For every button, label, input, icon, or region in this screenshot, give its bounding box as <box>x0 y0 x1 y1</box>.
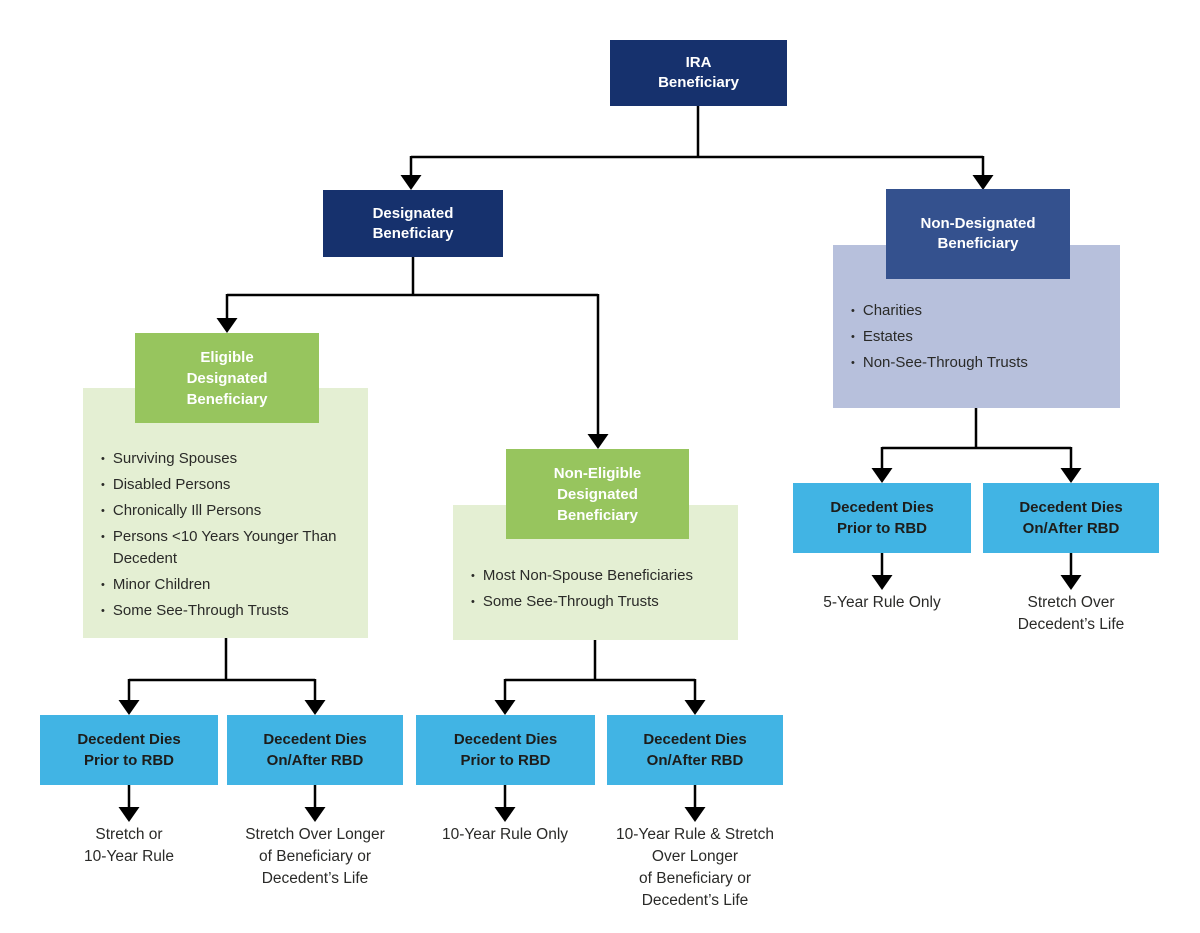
node-designated-beneficiary: Designated Beneficiary <box>323 190 503 257</box>
non-eligible-list: • Most Non-Spouse Beneficiaries • Some See-… <box>471 565 728 617</box>
node-label: Non-Eligible Designated Beneficiary <box>553 464 642 524</box>
list-item: • Chronically Ill Persons <box>101 500 358 522</box>
node-label: Decedent Dies Prior to RBD <box>77 731 181 769</box>
list-item: • Some See-Through Trusts <box>101 600 358 622</box>
list-item: • Minor Children <box>101 574 358 596</box>
connector-non-designated-split <box>871 408 1082 483</box>
list-item-label: Estates <box>862 328 913 345</box>
node-label: Decedent Dies Prior to RBD <box>830 499 934 537</box>
node-label: IRA Beneficiary <box>658 54 739 91</box>
bullet-icon: • <box>101 505 105 517</box>
bullet-icon: • <box>101 579 105 591</box>
node-ira-beneficiary: IRA Beneficiary <box>610 40 787 106</box>
list-item: • Some See-Through Trusts <box>471 591 728 613</box>
connector-eligible-split <box>118 638 326 715</box>
list-item-label: Disabled Persons <box>112 476 231 493</box>
list-item: • Disabled Persons <box>101 474 358 496</box>
node-eligible-designated-beneficiary: Eligible Designated Beneficiary <box>135 333 319 423</box>
outcome-nedb-prior: 10-Year Rule Only <box>441 826 569 843</box>
node-label: Non-Designated Beneficiary <box>920 215 1036 252</box>
list-item-label: Most Non-Spouse Beneficiaries <box>482 567 693 584</box>
list-item: • Charities <box>851 300 1110 322</box>
outcome-edb-prior: Stretch or 10-Year Rule <box>84 826 174 865</box>
outcome-nedb-after: 10-Year Rule & Stretch Over Longer of Be… <box>616 826 774 909</box>
node-label: Eligible Designated Beneficiary <box>186 348 268 408</box>
bullet-icon: • <box>101 479 105 491</box>
list-item: • Most Non-Spouse Beneficiaries <box>471 565 728 587</box>
node-label: Designated Beneficiary <box>372 204 454 242</box>
node-label: Decedent Dies On/After RBD <box>263 731 367 769</box>
connector-root-split <box>400 106 994 190</box>
bullet-icon: • <box>101 531 105 543</box>
list-item-label: Some See-Through Trusts <box>482 593 659 610</box>
list-item-label: Non-See-Through Trusts <box>862 354 1028 371</box>
list-item-label: Minor Children <box>112 576 211 593</box>
outcome-ndb-after: Stretch Over Decedent’s Life <box>1017 594 1125 633</box>
bullet-icon: • <box>101 605 105 617</box>
node-label: Decedent Dies On/After RBD <box>643 731 747 769</box>
node-edb-dies-after-rbd: Decedent Dies On/After RBD <box>227 715 403 785</box>
node-nedb-dies-prior-rbd: Decedent Dies Prior to RBD <box>416 715 595 785</box>
list-item: • Persons <10 Years Younger Than Decedent <box>101 526 358 570</box>
bullet-icon: • <box>471 596 475 608</box>
non-designated-list: • Charities • Estates • Non-See-Through Trust… <box>851 300 1110 378</box>
bullet-icon: • <box>851 331 855 343</box>
node-label: Decedent Dies On/After RBD <box>1019 499 1123 537</box>
list-item-label: Surviving Spouses <box>112 450 238 467</box>
node-edb-dies-prior-rbd: Decedent Dies Prior to RBD <box>40 715 218 785</box>
list-item-label: Persons <10 Years Younger Than Decedent <box>112 528 337 567</box>
eligible-list: • Surviving Spouses • Disabled Persons • Chro… <box>101 448 358 626</box>
node-non-designated-beneficiary: Non-Designated Beneficiary <box>886 189 1070 279</box>
list-item-label: Chronically Ill Persons <box>112 502 262 519</box>
node-non-eligible-designated-beneficiary: Non-Eligible Designated Beneficiary <box>506 449 689 539</box>
bullet-icon: • <box>851 305 855 317</box>
node-ndb-dies-after-rbd: Decedent Dies On/After RBD <box>983 483 1159 553</box>
outcome-ndb-prior: 5-Year Rule Only <box>823 594 941 611</box>
outcome-edb-after: Stretch Over Longer of Beneficiary or De… <box>245 826 385 887</box>
bullet-icon: • <box>851 357 855 369</box>
list-item: • Estates <box>851 326 1110 348</box>
node-ndb-dies-prior-rbd: Decedent Dies Prior to RBD <box>793 483 971 553</box>
list-item-label: Charities <box>862 302 923 319</box>
node-label: Decedent Dies Prior to RBD <box>453 731 558 769</box>
connector-non-eligible-split <box>494 640 706 715</box>
list-item: • Surviving Spouses <box>101 448 358 470</box>
bullet-icon: • <box>101 453 105 465</box>
node-nedb-dies-after-rbd: Decedent Dies On/After RBD <box>607 715 783 785</box>
bullet-icon: • <box>471 570 475 582</box>
eligible-panel: • Surviving Spouses • Disabled Persons • Chro… <box>83 388 368 638</box>
list-item: • Non-See-Through Trusts <box>851 352 1110 374</box>
list-item-label: Some See-Through Trusts <box>112 602 289 619</box>
